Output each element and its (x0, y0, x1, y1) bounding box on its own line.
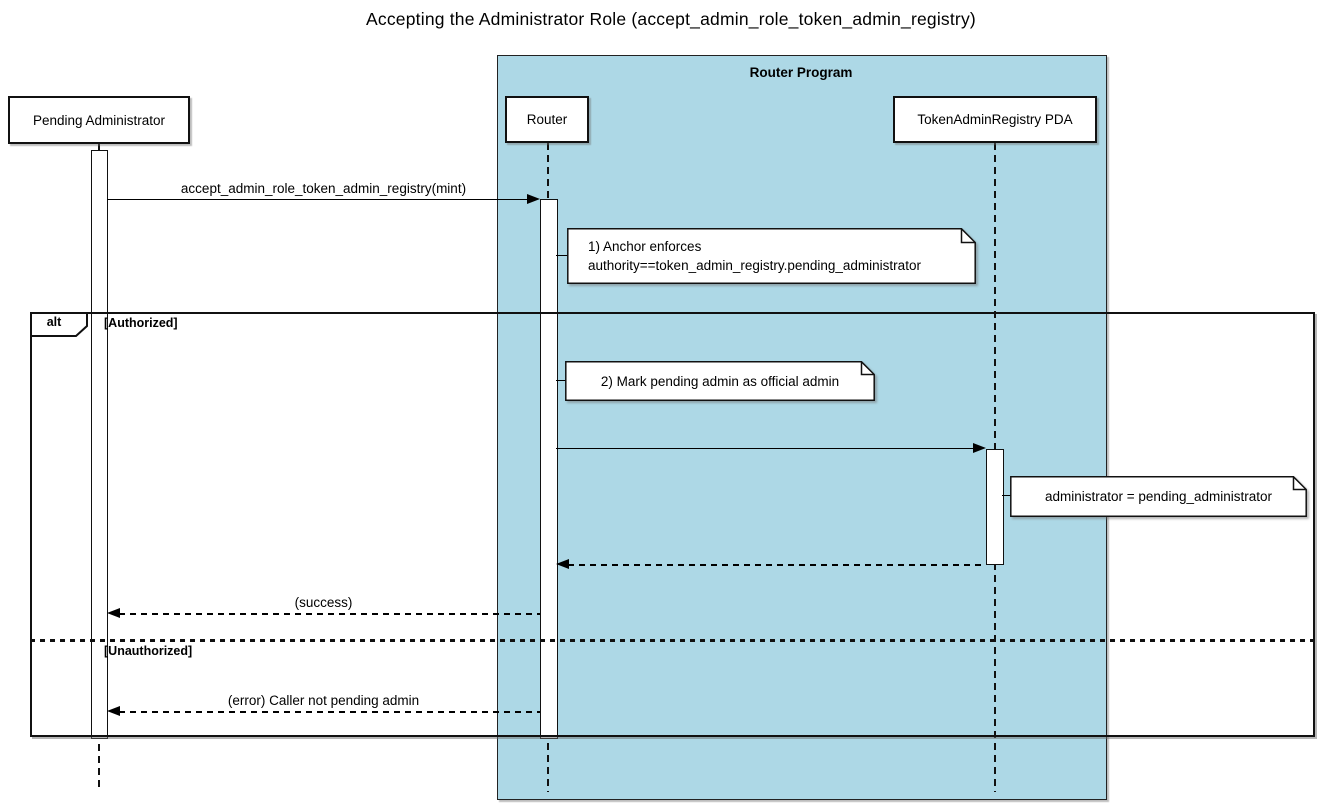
note-anchor-enforces-line1: 1) Anchor enforces (588, 239, 702, 254)
participant-router: Router (505, 96, 589, 143)
router-program-container (497, 55, 1107, 800)
participant-router-label: Router (526, 112, 568, 127)
message-error-arrowhead (107, 706, 120, 716)
activation-bar-router (540, 199, 558, 739)
activation-bar-pending-admin (91, 150, 108, 739)
message-success-arrowhead (107, 608, 120, 618)
note-anchor-connector (556, 255, 568, 256)
alt-divider-line (30, 639, 1315, 642)
message-update-line (556, 448, 975, 449)
participant-pending-administrator-label: Pending Administrator (32, 112, 166, 128)
activation-bar-token-admin-registry (986, 449, 1004, 565)
message-call-label: accept_admin_role_token_admin_registry(m… (180, 181, 467, 196)
message-error-line (119, 711, 540, 713)
message-return-line (568, 564, 986, 566)
message-call-line (107, 199, 529, 200)
note-mark-admin-text: 2) Mark pending admin as official admin (600, 373, 840, 389)
message-success-label: (success) (294, 595, 353, 610)
participant-pending-administrator: Pending Administrator (8, 96, 190, 144)
note-mark-admin: 2) Mark pending admin as official admin (565, 361, 875, 401)
alt-operator-label: alt (46, 315, 62, 329)
participant-token-admin-registry-pda: TokenAdminRegistry PDA (893, 96, 1097, 143)
note-assign-admin-connector (1002, 495, 1011, 496)
message-return-arrowhead (556, 559, 569, 569)
note-assign-admin-text: administrator = pending_administrator (1045, 489, 1272, 504)
participant-token-admin-registry-pda-label: TokenAdminRegistry PDA (917, 112, 1073, 127)
note-mark-admin-connector (556, 380, 566, 381)
message-success-line (119, 613, 540, 615)
diagram-title: Accepting the Administrator Role (accept… (366, 9, 976, 29)
router-program-label: Router Program (749, 65, 853, 80)
guard-authorized: [Authorized] (104, 316, 178, 330)
message-update-arrowhead (973, 443, 986, 453)
note-anchor-enforces: 1) Anchor enforces authority==token_admi… (567, 228, 976, 284)
note-assign-admin: administrator = pending_administrator (1010, 476, 1307, 517)
note-anchor-enforces-line2: authority==token_admin_registry.pending_… (588, 258, 921, 273)
guard-unauthorized: [Unauthorized] (104, 644, 193, 658)
message-error-label: (error) Caller not pending admin (227, 693, 420, 708)
message-call-arrowhead (527, 194, 540, 204)
